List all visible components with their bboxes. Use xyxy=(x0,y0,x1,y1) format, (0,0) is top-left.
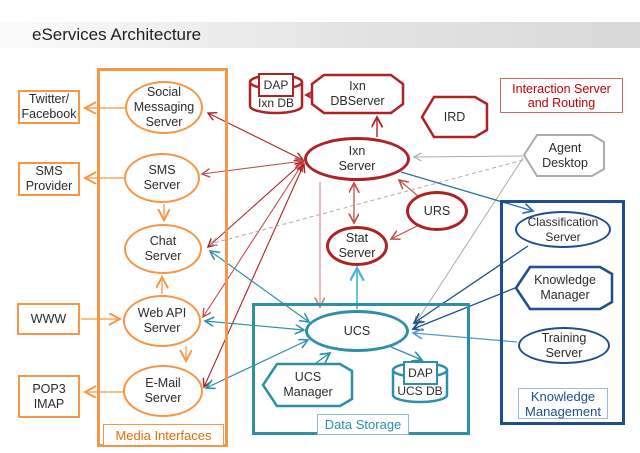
www-box: WWW xyxy=(17,303,80,335)
page-title: eServices Architecture xyxy=(32,25,202,44)
sms-server: SMS Server xyxy=(124,153,200,203)
knowledge-links xyxy=(400,171,533,343)
dap-ucs-db-label: UCS DB xyxy=(397,384,443,399)
sms-provider-box: SMS Provider xyxy=(18,162,80,196)
agent-desktop-links xyxy=(210,156,524,324)
dap-ixn-db-label: Ixn DB xyxy=(257,96,294,111)
ucs-manager-shape xyxy=(261,362,354,408)
ird-shape xyxy=(420,95,489,139)
data-storage-label: Data Storage xyxy=(317,414,409,435)
knowledge-manager-label: Knowledge Manager xyxy=(534,273,596,302)
title-band: eServices Architecture xyxy=(0,22,640,48)
social-messaging-server: Social Messaging Server xyxy=(125,81,203,134)
dap-ucs-db-cylinder xyxy=(391,361,449,404)
agent-desktop-shape xyxy=(522,134,605,177)
orange-arrows xyxy=(81,108,186,392)
knowledge-manager-shape xyxy=(514,265,614,311)
dap-ixn-title: DAP xyxy=(263,77,289,92)
training-server: Training Server xyxy=(518,327,610,364)
routing-arrows xyxy=(306,95,419,307)
interaction-server-routing-label: Interaction Server and Routing xyxy=(500,78,623,113)
email-server: E-Mail Server xyxy=(123,365,203,417)
urs: URS xyxy=(406,191,468,231)
knowledge-management-zone xyxy=(500,200,625,425)
stat-server: Stat Server xyxy=(326,226,388,266)
agent-desktop-label: Agent Desktop xyxy=(542,140,588,170)
ixn-dbserver-label: Ixn DBServer xyxy=(330,79,385,108)
ucs: UCS xyxy=(305,310,409,352)
pop3-imap-box: POP3 IMAP xyxy=(18,375,80,418)
dap-ixn-db-cylinder xyxy=(248,73,304,115)
dap-ucs-title: DAP xyxy=(408,365,433,380)
knowledge-management-label: Knowledge Management xyxy=(518,388,608,419)
ixn-dbserver-shape xyxy=(310,73,405,115)
ird-label: IRD xyxy=(443,109,466,124)
media-interfaces-label: Media Interfaces xyxy=(103,424,224,446)
web-api-server: Web API Server xyxy=(123,295,201,347)
twitter-facebook-box: Twitter/ Facebook xyxy=(18,90,80,124)
ucs-manager-label: UCS Manager xyxy=(283,370,333,399)
chat-server: Chat Server xyxy=(124,224,202,274)
classification-server: Classification Server xyxy=(515,211,611,248)
ixn-server: Ixn Server xyxy=(304,137,410,181)
